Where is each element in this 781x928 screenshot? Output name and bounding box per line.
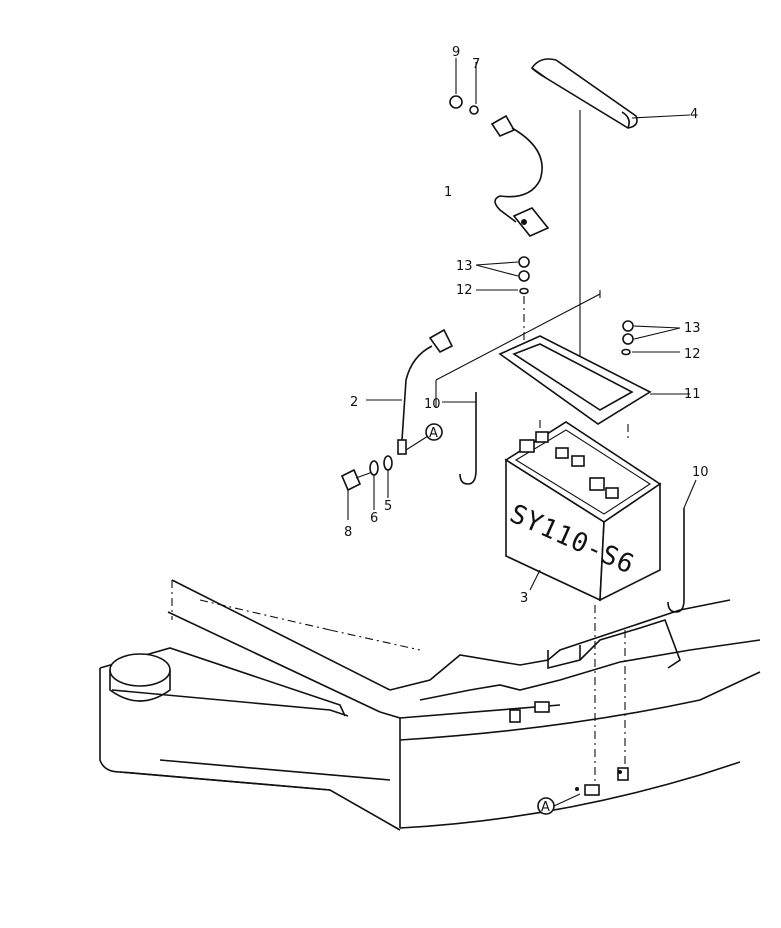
battery: SY110-S6 bbox=[504, 421, 662, 602]
ref-marker-bottom-label: A bbox=[541, 800, 550, 815]
bolt-and-washers bbox=[340, 435, 429, 520]
callout-12-left: 12 bbox=[456, 283, 473, 298]
callout-6: 6 bbox=[370, 511, 378, 526]
callout-2: 2 bbox=[350, 395, 358, 410]
callout-labels: 9 7 4 1 13 12 13 12 11 2 10 10 8 6 5 3 bbox=[344, 45, 709, 606]
cable-1 bbox=[449, 58, 550, 237]
callout-4: 4 bbox=[690, 107, 698, 122]
callout-10-right: 10 bbox=[692, 465, 709, 480]
callout-10-left: 10 bbox=[424, 397, 441, 412]
hold-down-plate bbox=[435, 290, 690, 440]
callout-9: 9 bbox=[452, 45, 460, 60]
callout-1: 1 bbox=[444, 185, 452, 200]
callout-13-left: 13 bbox=[456, 259, 473, 274]
callout-11: 11 bbox=[684, 387, 701, 402]
battery-cover bbox=[530, 58, 691, 410]
callout-3: 3 bbox=[520, 591, 528, 606]
ref-marker-top: A bbox=[425, 423, 443, 441]
chassis-frame bbox=[99, 579, 761, 831]
callout-5: 5 bbox=[384, 499, 392, 514]
battery-terminals bbox=[519, 431, 619, 499]
ref-marker-bottom: A bbox=[537, 793, 581, 815]
callout-12-right: 12 bbox=[684, 347, 701, 362]
j-bolt-left bbox=[442, 392, 477, 485]
j-bolt-right bbox=[667, 479, 697, 613]
callout-7: 7 bbox=[472, 57, 480, 72]
cable-2 bbox=[366, 328, 454, 455]
callout-8: 8 bbox=[344, 525, 352, 540]
nuts-washers bbox=[475, 256, 681, 356]
callout-13-right: 13 bbox=[684, 321, 701, 336]
ref-marker-top-label: A bbox=[429, 426, 438, 441]
